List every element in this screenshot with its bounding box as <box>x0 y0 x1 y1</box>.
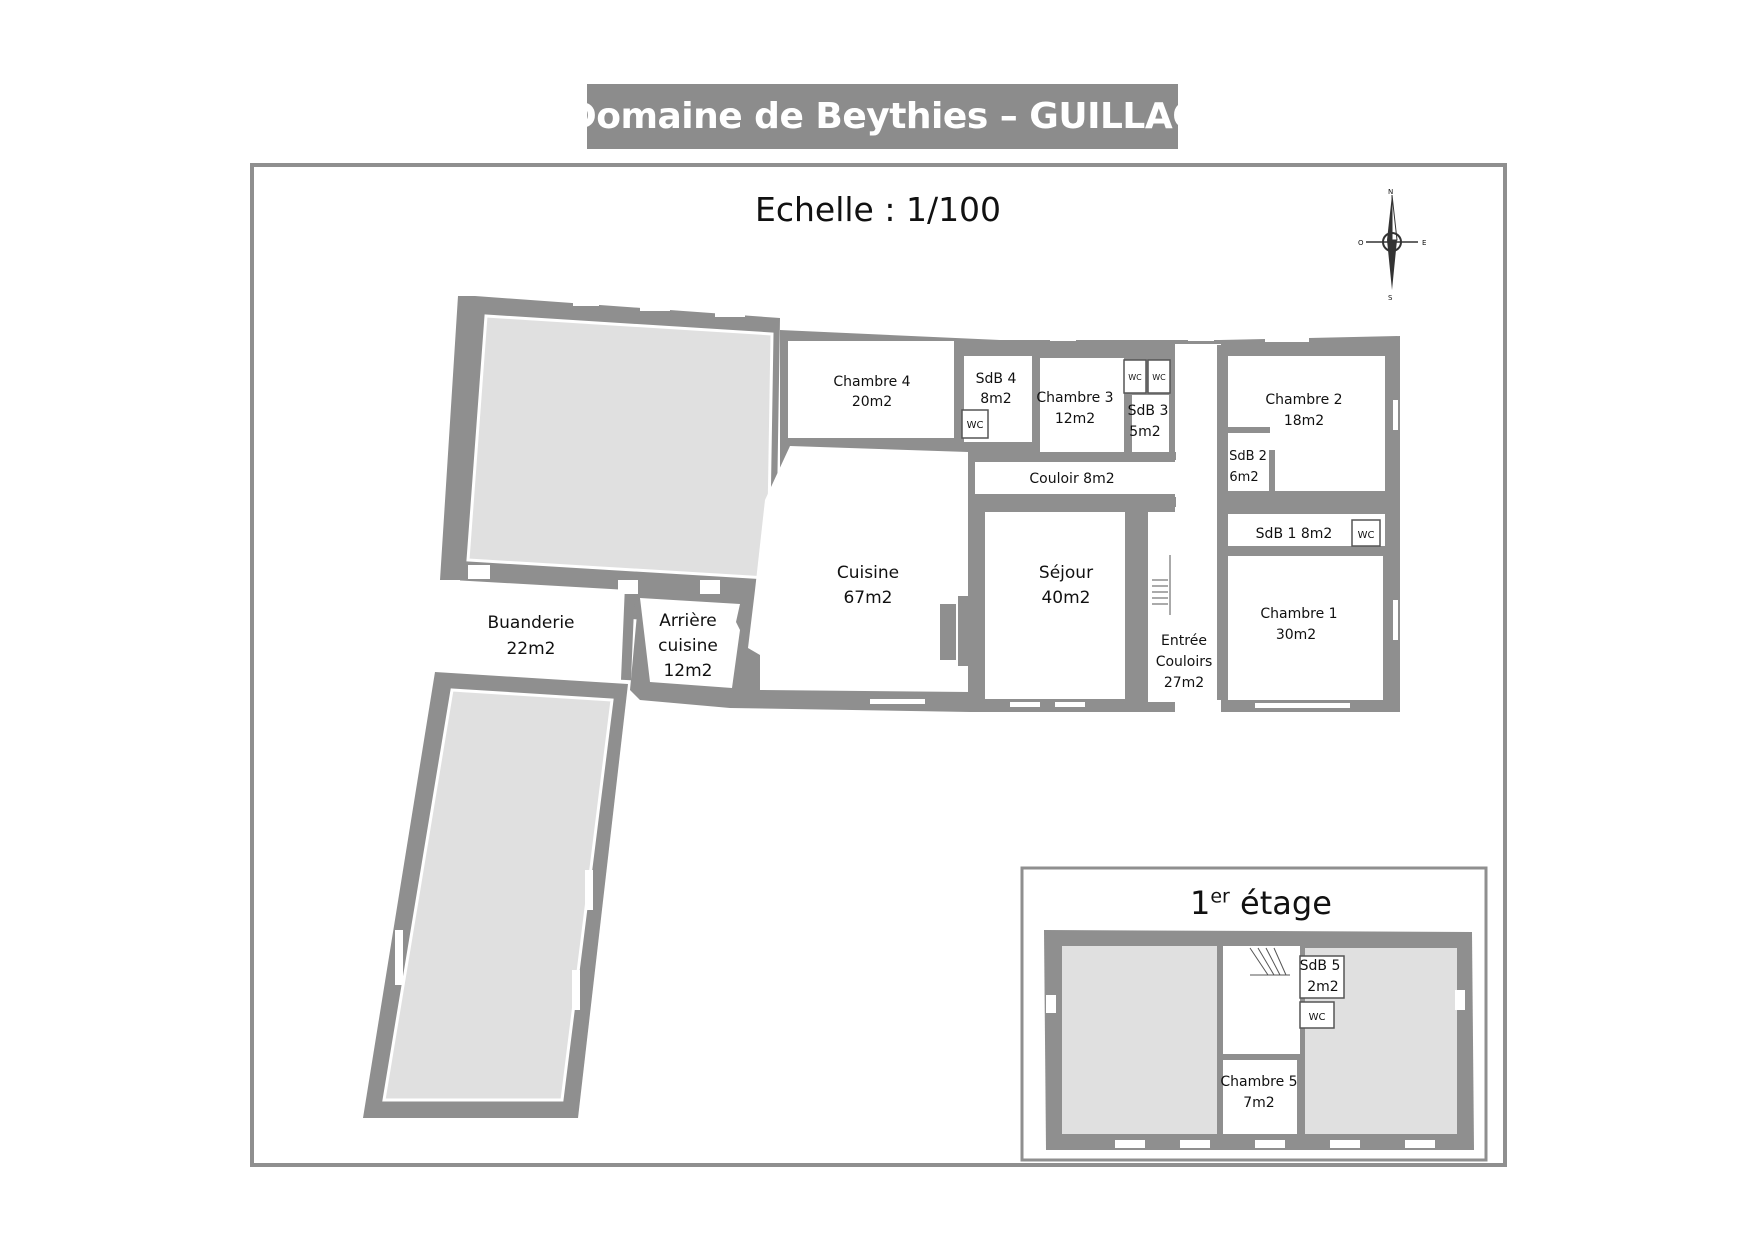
wc-label-sdb4: WC <box>967 420 984 431</box>
scale-label: Echelle : 1/100 <box>755 190 1002 229</box>
room-chambre5-area: 7m2 <box>1243 1095 1274 1111</box>
room-sdb2-area: 6m2 <box>1229 470 1258 485</box>
room-chambre3-name: Chambre 3 <box>1036 390 1113 406</box>
room-arriere-name2: cuisine <box>658 636 718 656</box>
wc-label-first-floor: WC <box>1309 1012 1326 1023</box>
room-buanderie-area: 22m2 <box>506 639 555 659</box>
compass-n: N <box>1388 188 1393 196</box>
plan-frame <box>250 163 1507 1167</box>
room-chambre2-area: 18m2 <box>1284 413 1324 429</box>
ground-floor: Chambre 4 20m2 SdB 4 8m2 Chambre 3 12m2 … <box>363 296 1400 1118</box>
room-chambre1-area: 30m2 <box>1276 627 1316 643</box>
room-sejour-name: Séjour <box>1039 563 1093 583</box>
wc-label-1: WC <box>1128 373 1142 382</box>
room-sdb3-name: SdB 3 <box>1128 403 1169 419</box>
title-banner: Domaine de Beythies – GUILLAC <box>567 84 1199 149</box>
room-sdb4-area: 8m2 <box>980 391 1011 407</box>
room-sdb5-name: SdB 5 <box>1300 958 1341 974</box>
stairs-icon <box>1249 947 1290 976</box>
room-sdb2-name: SdB 2 <box>1229 449 1267 464</box>
room-chambre4-name: Chambre 4 <box>833 374 910 390</box>
compass-e: E <box>1422 239 1426 247</box>
room-arriere-name: Arrière <box>659 611 717 631</box>
first-floor-title-sup: er <box>1210 885 1230 908</box>
room-chambre2-name: Chambre 2 <box>1265 392 1342 408</box>
room-chambre3-area: 12m2 <box>1055 411 1095 427</box>
room-cuisine-name: Cuisine <box>837 563 899 583</box>
room-sdb4-name: SdB 4 <box>976 371 1017 387</box>
room-chambre1-name: Chambre 1 <box>1260 606 1337 622</box>
first-floor-title-rest: étage <box>1229 884 1332 922</box>
room-entree-area: 27m2 <box>1164 675 1204 691</box>
first-floor-inset: SdB 5 2m2 WC Chambre 5 7m2 <box>1020 866 1488 1162</box>
room-chambre4-area: 20m2 <box>852 394 892 410</box>
room-sdb3-area: 5m2 <box>1129 424 1160 440</box>
room-buanderie-name: Buanderie <box>487 613 574 633</box>
room-arriere-area: 12m2 <box>663 661 712 681</box>
page-title: Domaine de Beythies – GUILLAC <box>566 96 1199 137</box>
room-cuisine-area: 67m2 <box>843 588 892 608</box>
room-couloir: Couloir 8m2 <box>1029 471 1114 487</box>
first-floor-title: 1er étage <box>1190 884 1332 922</box>
room-entree-name: Entrée <box>1161 633 1207 649</box>
room-entree-name2: Couloirs <box>1156 654 1213 670</box>
room-chambre5-name: Chambre 5 <box>1220 1074 1297 1090</box>
wc-label-sdb1: WC <box>1358 530 1375 541</box>
wc-label-2: WC <box>1152 373 1166 382</box>
room-sejour-area: 40m2 <box>1041 588 1090 608</box>
first-floor-title-main: 1 <box>1190 884 1211 922</box>
compass-icon: N S E O <box>1358 188 1426 302</box>
room-sdb5-area: 2m2 <box>1307 979 1338 995</box>
compass-o: O <box>1358 239 1364 247</box>
room-sdb1: SdB 1 8m2 <box>1256 526 1333 542</box>
compass-s: S <box>1388 294 1393 302</box>
